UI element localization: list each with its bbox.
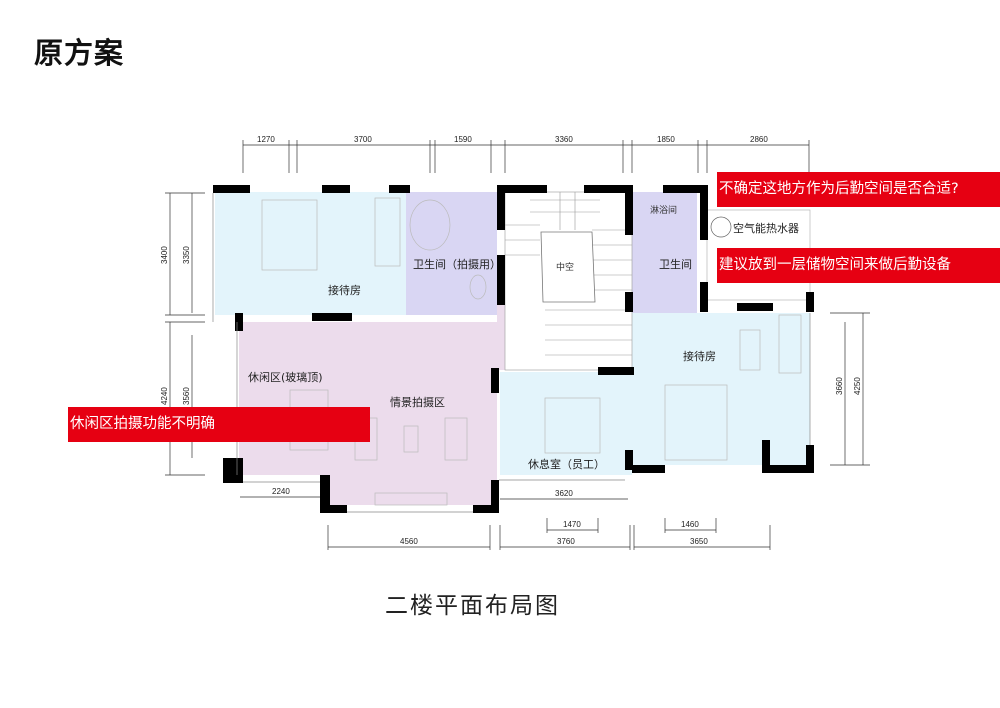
page-title: 原方案: [34, 36, 125, 70]
label-photo-area: 情景拍摄区: [390, 395, 445, 409]
dim-top-5: 1850: [657, 135, 675, 144]
dim-right-1: 3660: [835, 377, 844, 395]
room-reception-right: [632, 313, 810, 465]
dim-top-6: 2860: [750, 135, 768, 144]
room-photo-area: [327, 270, 545, 505]
label-staff-rest: 休息室（员工）: [528, 457, 605, 471]
dim-left-1: 3400: [160, 246, 169, 264]
label-reception-right: 接待房: [683, 349, 716, 363]
label-shower: 淋浴间: [650, 204, 677, 216]
dim-bottom-5: 4560: [400, 537, 418, 546]
callout-move-equipment: 建议放到一层储物空间来做后勤设备: [717, 248, 1000, 283]
room-staff-rest: [500, 372, 632, 475]
outline: [212, 193, 811, 513]
room-leisure: [239, 322, 327, 475]
dim-left-3: 4240: [160, 387, 169, 405]
dim-bottom-4: 1460: [681, 520, 699, 529]
dim-top-4: 3360: [555, 135, 573, 144]
staircase: [504, 191, 633, 371]
callout-leisure-unclear: 休闲区拍摄功能不明确: [68, 407, 370, 442]
dim-bottom-7: 3650: [690, 537, 708, 546]
dim-bottom-1: 2240: [272, 487, 290, 496]
water-heater-icon: [710, 216, 732, 238]
room-bathroom: [632, 232, 697, 313]
label-bathroom: 卫生间: [659, 257, 692, 271]
room-shower: [632, 192, 697, 232]
room-reception-left: [215, 192, 406, 315]
label-void: 中空: [556, 261, 574, 273]
dim-bottom-3: 1470: [563, 520, 581, 529]
dim-left-4: 3560: [182, 387, 191, 405]
dim-bottom-6: 3760: [557, 537, 575, 546]
label-heater: 空气能热水器: [733, 221, 799, 235]
label-bathroom-photo: 卫生间（拍摄用）: [413, 257, 501, 271]
dim-bottom-2: 3620: [555, 489, 573, 498]
walls: [213, 185, 814, 513]
dim-top-2: 3700: [354, 135, 372, 144]
dim-top-1: 1270: [257, 135, 275, 144]
room-bathroom-photo: [406, 192, 497, 315]
label-reception-left: 接待房: [328, 283, 361, 297]
dim-right-2: 4250: [853, 377, 862, 395]
dim-left-2: 3350: [182, 246, 191, 264]
dim-top-3: 1590: [454, 135, 472, 144]
label-leisure: 休闲区(玻璃顶): [248, 370, 323, 384]
callout-logistics-space: 不确定这地方作为后勤空间是否合适?: [717, 172, 1000, 207]
plan-caption: 二楼平面布局图: [385, 593, 560, 619]
